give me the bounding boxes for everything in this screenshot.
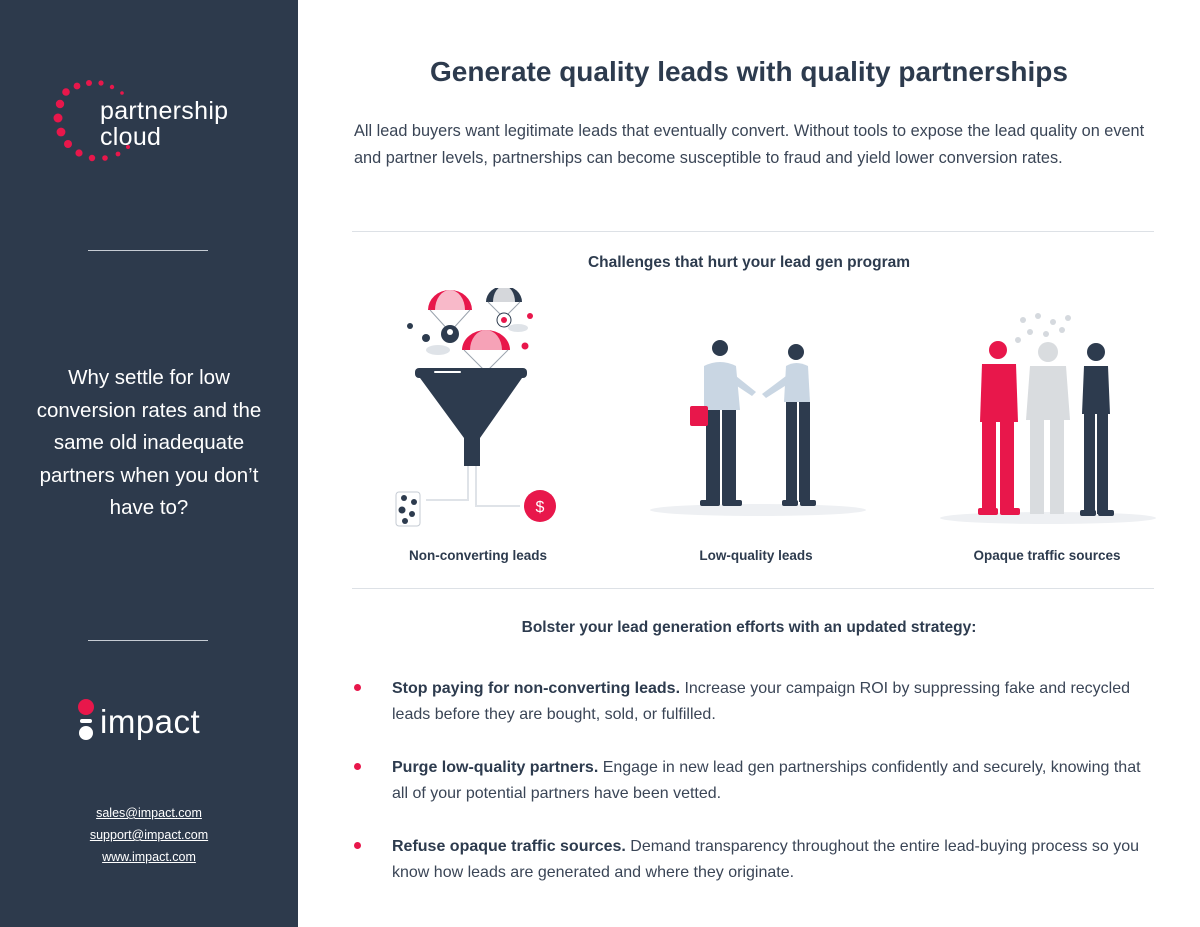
sidebar-tagline: Why settle for low conversion rates and … — [36, 366, 262, 519]
bullet-text: Demand transparency throughout the entir… — [392, 838, 1140, 881]
dollar-symbol: $ — [536, 499, 545, 516]
hidden-person-icon — [940, 313, 1156, 524]
list-item: Stop paying for non-converting leads. In… — [354, 676, 1154, 728]
handshake-people-icon — [650, 340, 866, 516]
caption-non-converting-leads: Non-converting leads — [408, 548, 548, 563]
funnel-parachutes-icon: $ — [395, 288, 556, 527]
divider-1 — [352, 231, 1154, 232]
page-title: Generate quality leads with quality part… — [430, 56, 1068, 87]
sidebar-divider-bottom — [88, 640, 208, 641]
support-email-link[interactable]: support@impact.com — [89, 828, 209, 842]
caption-opaque-traffic-sources: Opaque traffic sources — [973, 548, 1121, 563]
partnership-cloud-logo: partnership cloud — [52, 78, 252, 168]
caption-low-quality-leads: Low-quality leads — [699, 548, 813, 563]
impact-wordmark: impact — [100, 703, 201, 740]
bullet-lead: Refuse opaque traffic sources. — [392, 838, 626, 855]
impact-i-icon — [78, 699, 94, 740]
challenges-title: Challenges that hurt your lead gen progr… — [587, 254, 911, 271]
logo-line-1: partnership — [100, 97, 229, 125]
sidebar-contacts: sales@impact.com support@impact.com www.… — [0, 802, 298, 868]
sidebar-divider-top — [88, 250, 208, 251]
bullet-dot-icon — [354, 842, 361, 849]
impact-logo: impact — [76, 696, 236, 746]
bullet-lead: Purge low-quality partners. — [392, 759, 599, 776]
divider-2 — [352, 588, 1154, 589]
strategy-title: Bolster your lead generation efforts wit… — [521, 619, 977, 636]
bullet-lead: Stop paying for non-converting leads. — [392, 680, 681, 697]
list-item: Refuse opaque traffic sources. Demand tr… — [354, 834, 1154, 886]
bullet-text: Engage in new lead gen partnerships conf… — [392, 759, 1141, 802]
website-link[interactable]: www.impact.com — [102, 850, 196, 864]
list-item: Purge low-quality partners. Engage in ne… — [354, 755, 1154, 807]
bullet-text: Increase your campaign ROI by suppressin… — [392, 680, 1131, 723]
dotted-circle-icon — [53, 80, 130, 162]
main-content: Generate quality leads with quality part… — [298, 0, 1200, 927]
bullet-dot-icon — [354, 763, 361, 770]
logo-line-2: cloud — [100, 123, 162, 151]
partnership-cloud-wordmark: partnership cloud — [100, 98, 228, 150]
sidebar: partnership cloud Why settle for low con… — [0, 0, 298, 927]
intro-paragraph: All lead buyers want legitimate leads th… — [354, 122, 1145, 167]
bullet-dot-icon — [354, 684, 361, 691]
sales-email-link[interactable]: sales@impact.com — [96, 806, 202, 820]
strategy-list: Stop paying for non-converting leads. In… — [354, 676, 1154, 913]
